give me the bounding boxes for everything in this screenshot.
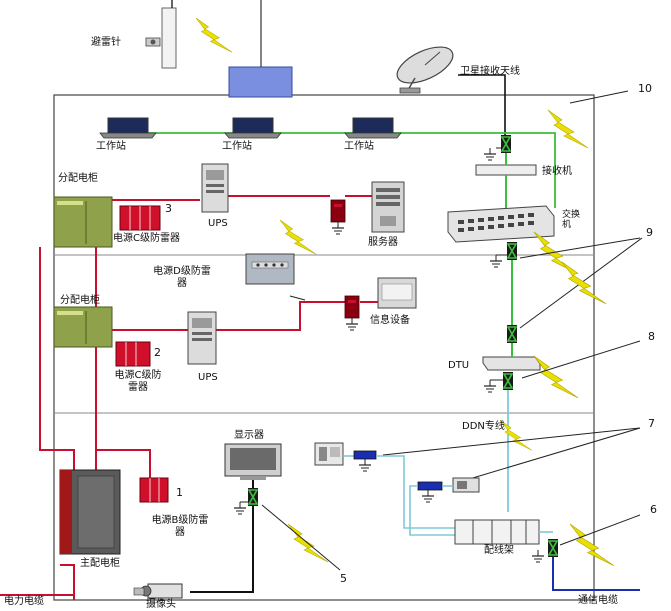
workstation-2-label: 工作站 bbox=[222, 141, 252, 152]
distribution-cabinet-1-icon bbox=[53, 196, 113, 248]
callout-leader-10 bbox=[569, 90, 629, 104]
surge-protector-d-icon bbox=[245, 253, 295, 285]
info-device-spd-icon bbox=[344, 295, 360, 319]
dtu-upper-spd-icon bbox=[506, 324, 518, 344]
ground-icon bbox=[483, 379, 497, 393]
power-cable-label: 电力电缆 bbox=[4, 596, 44, 607]
comm-cable-spd-icon bbox=[547, 538, 559, 558]
satellite-antenna-label: 卫星接收天线 bbox=[460, 66, 520, 77]
camera-cable-line bbox=[190, 506, 254, 593]
ground-icon bbox=[345, 317, 359, 331]
info-device-icon bbox=[377, 277, 417, 309]
callout-7: 7 bbox=[648, 417, 655, 430]
ddn-line-label: DDN专线 bbox=[462, 421, 505, 432]
ground-icon bbox=[233, 501, 247, 515]
surge-protector-b-label: 电源B级防雷器 bbox=[151, 515, 209, 538]
info-device-label: 信息设备 bbox=[370, 315, 410, 326]
surge-protector-c-1-label: 电源C级防雷器 bbox=[113, 233, 180, 244]
ground-icon bbox=[489, 254, 503, 268]
lightning-strike-icon bbox=[547, 109, 589, 149]
surge-protector-c-2-icon bbox=[115, 341, 151, 367]
ground-icon bbox=[358, 458, 372, 472]
surge-protector-c-2-label: 电源C级防雷器 bbox=[114, 370, 162, 393]
distribution-cabinet-2-icon bbox=[53, 306, 113, 348]
ups-1-label: UPS bbox=[208, 218, 228, 229]
workstation-2-icon bbox=[224, 117, 282, 139]
callout-8: 8 bbox=[648, 330, 655, 343]
camera-line-spd-icon bbox=[247, 487, 259, 507]
monitor-icon bbox=[224, 443, 282, 480]
ground-icon bbox=[331, 221, 345, 235]
switch-label: 交换机 bbox=[562, 210, 581, 230]
callout-5: 5 bbox=[340, 572, 347, 585]
dtu-lower-spd-icon bbox=[502, 371, 514, 391]
camera-icon bbox=[133, 583, 183, 599]
workstation-1-label: 工作站 bbox=[96, 141, 126, 152]
comm-cable-line bbox=[552, 557, 640, 591]
server-icon bbox=[371, 181, 405, 233]
distribution-cabinet-1-label: 分配电柜 bbox=[58, 173, 98, 184]
lightning-rod-icon bbox=[145, 0, 177, 69]
callout-leader-7 bbox=[382, 427, 641, 456]
dtu-label: DTU bbox=[448, 360, 470, 371]
switch-spd-icon bbox=[506, 241, 518, 261]
surge-protector-d-label: 电源D级防雷器 bbox=[153, 266, 211, 289]
main-distribution-cabinet-icon bbox=[59, 469, 121, 555]
ground-icon bbox=[531, 549, 545, 563]
workstation-1-icon bbox=[99, 117, 157, 139]
antenna-feed-line bbox=[458, 74, 506, 135]
patch-panel-icon bbox=[454, 519, 540, 545]
ground-icon bbox=[421, 489, 435, 503]
callout-leader-9 bbox=[519, 237, 641, 259]
power-wiring bbox=[0, 195, 378, 600]
workstation-3-icon bbox=[344, 117, 402, 139]
lightning-strike-icon bbox=[533, 231, 579, 275]
callout-10: 10 bbox=[638, 82, 652, 95]
satellite-dish-icon bbox=[396, 46, 454, 94]
receiver-label: 接收机 bbox=[542, 166, 572, 177]
callout-1: 1 bbox=[176, 486, 183, 499]
antenna-spd-icon bbox=[500, 134, 512, 154]
phone-spd-icon bbox=[353, 450, 377, 460]
surge-protector-c-1-icon bbox=[119, 205, 161, 231]
fax-device-icon bbox=[452, 477, 480, 493]
ups-2-label: UPS bbox=[198, 372, 218, 383]
ground-icon bbox=[483, 147, 497, 161]
receiver-device bbox=[475, 164, 537, 176]
roof-equipment-box bbox=[228, 66, 293, 98]
camera-label: 摄像头 bbox=[146, 599, 176, 610]
patch-panel-label: 配线架 bbox=[484, 545, 514, 556]
fax-spd-icon bbox=[417, 481, 443, 491]
lightning-rod-label: 避雷针 bbox=[91, 37, 121, 48]
network-switch-icon bbox=[447, 205, 555, 243]
workstation-3-label: 工作站 bbox=[344, 141, 374, 152]
monitor-label: 显示器 bbox=[234, 430, 264, 441]
comm-cable-label: 通信电缆 bbox=[578, 595, 618, 606]
lightning-strike-icon bbox=[561, 261, 607, 305]
callout-9: 9 bbox=[646, 226, 653, 239]
server-label: 服务器 bbox=[368, 237, 398, 248]
ups-2-icon bbox=[187, 311, 217, 365]
dtu-device-icon bbox=[482, 356, 541, 371]
distribution-cabinet-2-label: 分配电柜 bbox=[60, 295, 100, 306]
telephone-device-icon bbox=[314, 442, 344, 466]
callout-2: 2 bbox=[154, 346, 161, 359]
server-power-spd-icon bbox=[330, 199, 346, 223]
callout-3: 3 bbox=[165, 202, 172, 215]
lightning-strike-icon bbox=[569, 523, 615, 567]
callout-leader-8 bbox=[521, 340, 641, 379]
callout-leader-5 bbox=[261, 504, 341, 571]
surge-protector-b-icon bbox=[139, 477, 169, 503]
callout-6: 6 bbox=[650, 503, 657, 516]
main-cabinet-label: 主配电柜 bbox=[80, 558, 120, 569]
ups-1-icon bbox=[201, 163, 229, 213]
lightning-strike-icon bbox=[195, 17, 233, 53]
lightning-strike-icon bbox=[279, 219, 317, 255]
callout-leader-6 bbox=[559, 514, 641, 546]
